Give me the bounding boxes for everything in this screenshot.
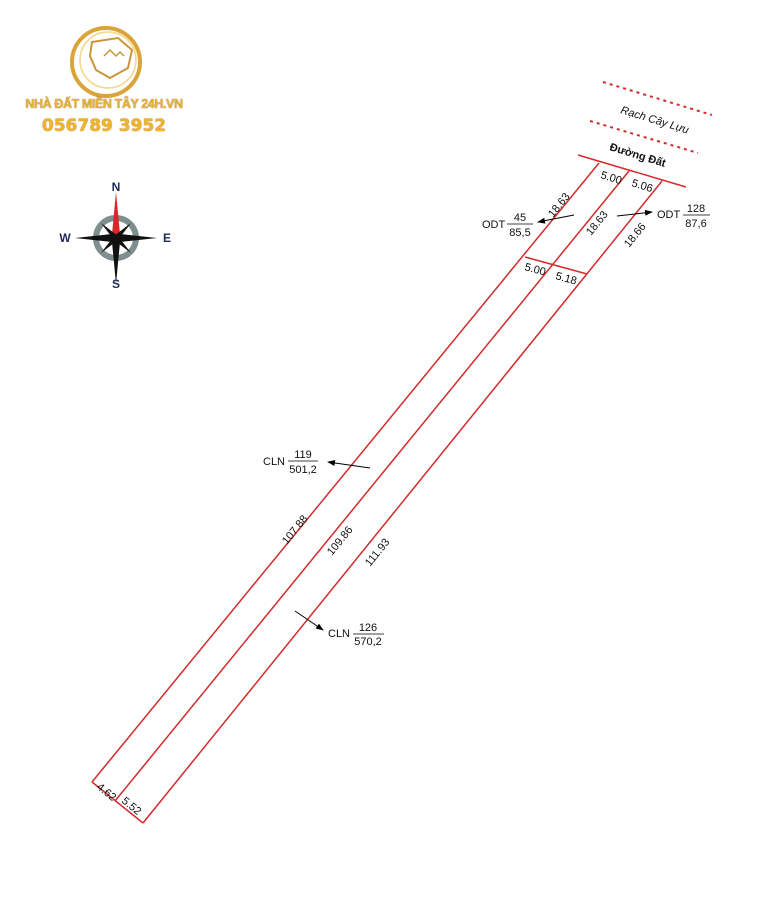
logo-emblem — [70, 26, 142, 98]
svg-text:501,2: 501,2 — [289, 464, 317, 476]
compass-n: N — [112, 180, 121, 194]
compass-rose-icon: N S W E — [59, 180, 171, 291]
road-label: Đường Đất — [608, 141, 667, 170]
svg-text:CLN: CLN — [328, 628, 350, 640]
arrow-odt-128 — [616, 209, 653, 217]
brand-name: NHÀ ĐẤT MIỀN TÂY 24H.VN — [25, 97, 183, 111]
svg-text:570,2: 570,2 — [354, 636, 382, 648]
compass-e: E — [163, 231, 171, 245]
svg-text:85,5: 85,5 — [509, 227, 530, 239]
brand-phone: 056789 3952 — [41, 116, 167, 136]
svg-text:CLN: CLN — [263, 456, 285, 468]
arrow-cln-119 — [327, 460, 371, 469]
svg-text:87,6: 87,6 — [685, 218, 706, 230]
dim-rear-right: 111.93 — [363, 536, 392, 568]
svg-text:ODT: ODT — [657, 209, 681, 221]
parcel-odt-128: ODT 128 87,6 — [657, 203, 710, 230]
arrow-cln-126 — [294, 610, 324, 631]
canal-edge-bottom — [589, 120, 699, 154]
plot-boundaries — [91, 154, 687, 824]
compass-s: S — [112, 277, 120, 291]
canal-edge-top — [602, 81, 713, 116]
svg-text:45: 45 — [514, 212, 526, 224]
compass-w: W — [59, 231, 71, 245]
dim-rear-mid: 109.86 — [325, 524, 356, 558]
svg-text:119: 119 — [294, 449, 312, 461]
dim-front-mid: 18.63 — [584, 209, 611, 238]
svg-text:ODT: ODT — [482, 219, 506, 231]
arrow-odt-45 — [537, 214, 575, 224]
dim-rear-left: 107.88 — [280, 513, 311, 547]
dim-top-right: 5.06 — [630, 177, 654, 195]
dim-top-left: 5.00 — [599, 169, 623, 187]
parcel-cln-126: CLN 126 570,2 — [328, 622, 384, 648]
parcel-odt-45: ODT 45 85,5 — [482, 212, 533, 239]
canal-label: Rạch Cây Lựu — [619, 104, 690, 136]
svg-text:126: 126 — [359, 622, 377, 634]
parcel-cln-119: CLN 119 501,2 — [263, 449, 318, 476]
svg-text:128: 128 — [687, 203, 705, 215]
dim-mid-right: 5.18 — [554, 270, 578, 287]
dim-mid-left: 5.00 — [523, 261, 547, 278]
